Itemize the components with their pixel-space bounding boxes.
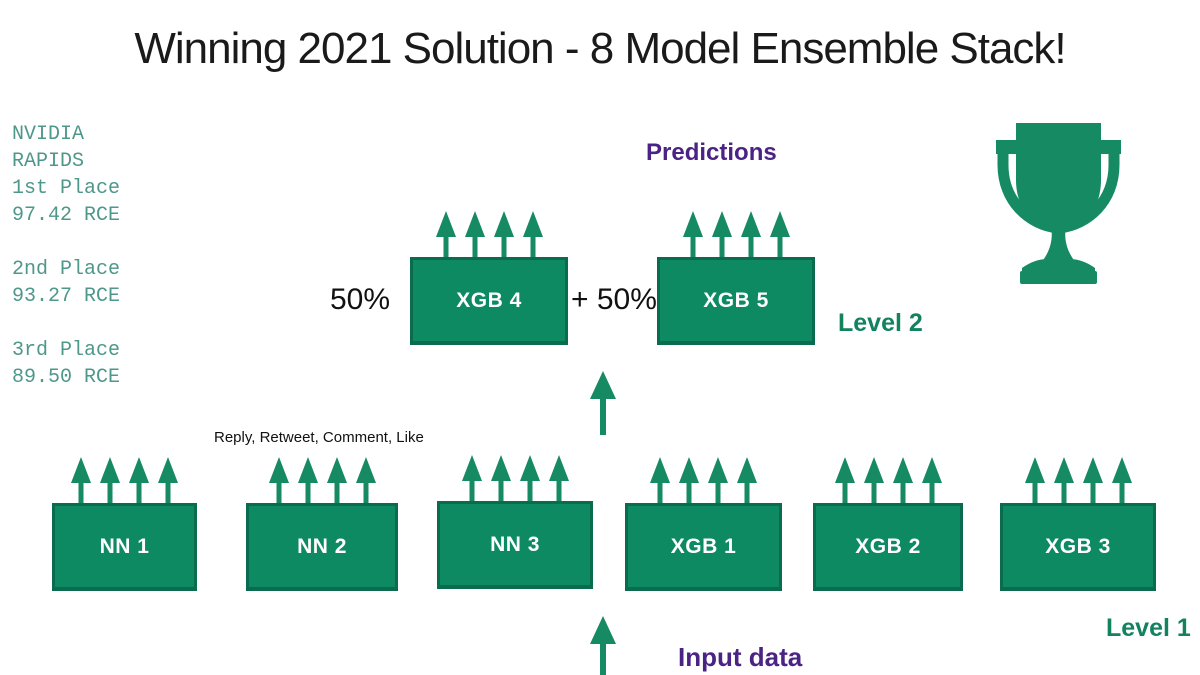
up-arrow-icon (99, 457, 121, 503)
up-arrow-icon (1024, 457, 1046, 503)
model-box-xgb5: XGB 5 (657, 257, 815, 345)
output-arrows (52, 457, 197, 503)
model-box-label: XGB 3 (1045, 534, 1111, 558)
model-box-label: NN 2 (297, 534, 347, 558)
output-arrows (625, 457, 782, 503)
model-box-nn3: NN 3 (437, 501, 593, 589)
features-label: Reply, Retweet, Comment, Like (214, 429, 424, 446)
up-arrow-icon (522, 211, 544, 257)
up-arrow-icon (921, 457, 943, 503)
trophy-icon (996, 123, 1121, 284)
model-box-label: XGB 5 (703, 288, 769, 312)
model-unit-xgb5: XGB 5 (657, 211, 815, 345)
up-arrow-icon (268, 457, 290, 503)
up-arrow-icon (863, 457, 885, 503)
level2-label: Level 2 (838, 309, 923, 337)
level1-to-level2-arrow-icon (590, 371, 616, 435)
slide-title: Winning 2021 Solution - 8 Model Ensemble… (134, 24, 1066, 73)
model-box-label: XGB 4 (456, 288, 522, 312)
up-arrow-icon (461, 455, 483, 501)
up-arrow-icon (707, 457, 729, 503)
model-box-xgb3: XGB 3 (1000, 503, 1156, 591)
up-arrow-icon (297, 457, 319, 503)
up-arrow-icon (711, 211, 733, 257)
up-arrow-icon (355, 457, 377, 503)
output-arrows (657, 211, 815, 257)
up-arrow-icon (490, 455, 512, 501)
output-arrows (437, 455, 593, 501)
up-arrow-icon (326, 457, 348, 503)
model-box-xgb1: XGB 1 (625, 503, 782, 591)
output-arrows (246, 457, 398, 503)
model-unit-xgb3: XGB 3 (1000, 457, 1156, 591)
model-unit-nn1: NN 1 (52, 457, 197, 591)
up-arrow-icon (769, 211, 791, 257)
model-box-label: XGB 2 (855, 534, 921, 558)
up-arrow-icon (834, 457, 856, 503)
up-arrow-icon (1053, 457, 1075, 503)
up-arrow-icon (435, 211, 457, 257)
model-box-nn1: NN 1 (52, 503, 197, 591)
up-arrow-icon (1111, 457, 1133, 503)
model-box-nn2: NN 2 (246, 503, 398, 591)
up-arrow-icon (519, 455, 541, 501)
weight-label-xgb5: + 50% (571, 283, 657, 316)
model-unit-xgb4: XGB 4 (410, 211, 568, 345)
up-arrow-icon (892, 457, 914, 503)
level1-label: Level 1 (1106, 614, 1191, 642)
up-arrow-icon (1082, 457, 1104, 503)
model-unit-xgb1: XGB 1 (625, 457, 782, 591)
up-arrow-icon (649, 457, 671, 503)
output-arrows (813, 457, 963, 503)
predictions-label: Predictions (646, 139, 777, 166)
up-arrow-icon (548, 455, 570, 501)
output-arrows (1000, 457, 1156, 503)
model-unit-xgb2: XGB 2 (813, 457, 963, 591)
up-arrow-icon (740, 211, 762, 257)
up-arrow-icon (128, 457, 150, 503)
leaderboard-text: NVIDIA RAPIDS 1st Place 97.42 RCE 2nd Pl… (12, 123, 121, 389)
model-unit-nn2: NN 2 (246, 457, 398, 591)
input-data-label: Input data (678, 642, 803, 672)
model-box-label: NN 1 (99, 534, 150, 558)
model-unit-nn3: NN 3 (437, 455, 593, 589)
model-box-label: XGB 1 (670, 534, 737, 558)
model-box-label: NN 3 (490, 532, 540, 556)
up-arrow-icon (493, 211, 515, 257)
up-arrow-icon (736, 457, 758, 503)
up-arrow-icon (678, 457, 700, 503)
model-box-xgb2: XGB 2 (813, 503, 963, 591)
up-arrow-icon (682, 211, 704, 257)
weight-label-xgb4: 50% (330, 283, 391, 316)
model-box-xgb4: XGB 4 (410, 257, 568, 345)
up-arrow-icon (464, 211, 486, 257)
up-arrow-icon (157, 457, 179, 503)
input-data-arrow-icon (590, 616, 616, 675)
up-arrow-icon (70, 457, 92, 503)
output-arrows (410, 211, 568, 257)
